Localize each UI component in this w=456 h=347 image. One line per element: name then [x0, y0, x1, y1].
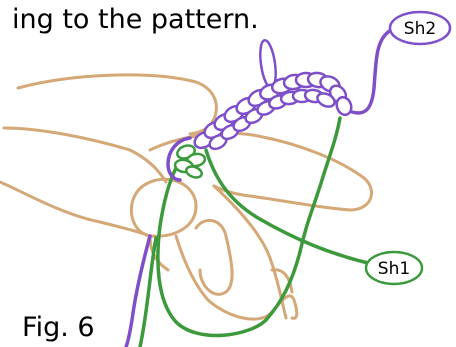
green-stitches [173, 144, 207, 179]
sh1-label-text: Sh1 [378, 259, 410, 279]
sh2-label-text: Sh2 [404, 19, 436, 39]
figure-label: Fig. 6 [22, 312, 95, 343]
green-stitch [185, 165, 203, 179]
purple-thread-wrap [166, 136, 192, 182]
green-thread-main [156, 166, 302, 338]
purple-stitch [335, 95, 353, 117]
hand-back-outline [16, 73, 218, 136]
middle-finger-tip-outline [194, 219, 234, 296]
caption-text: ing to the pattern. [12, 4, 259, 35]
green-thread [138, 116, 374, 347]
sh1-label: Sh1 [364, 250, 424, 286]
purple-thread-tail [124, 234, 152, 347]
green-thread-tail [138, 236, 158, 347]
green-thread-right [298, 116, 342, 254]
purple-stitch [316, 92, 336, 108]
sh1-label-outline [364, 250, 424, 286]
thumb-base-outline [128, 148, 168, 184]
palm-outline [0, 180, 152, 238]
palm-lower-outline [2, 126, 132, 152]
ring-finger-outline [174, 234, 299, 321]
purple-stitches [193, 71, 353, 151]
little-finger-outline [270, 268, 294, 294]
green-thread-to-sh1 [204, 148, 374, 266]
sh2-label-outline [388, 10, 452, 46]
purple-thread-to-sh2 [350, 27, 400, 115]
sh2-label: Sh2 [388, 10, 452, 46]
middle-finger-outline [212, 184, 288, 320]
